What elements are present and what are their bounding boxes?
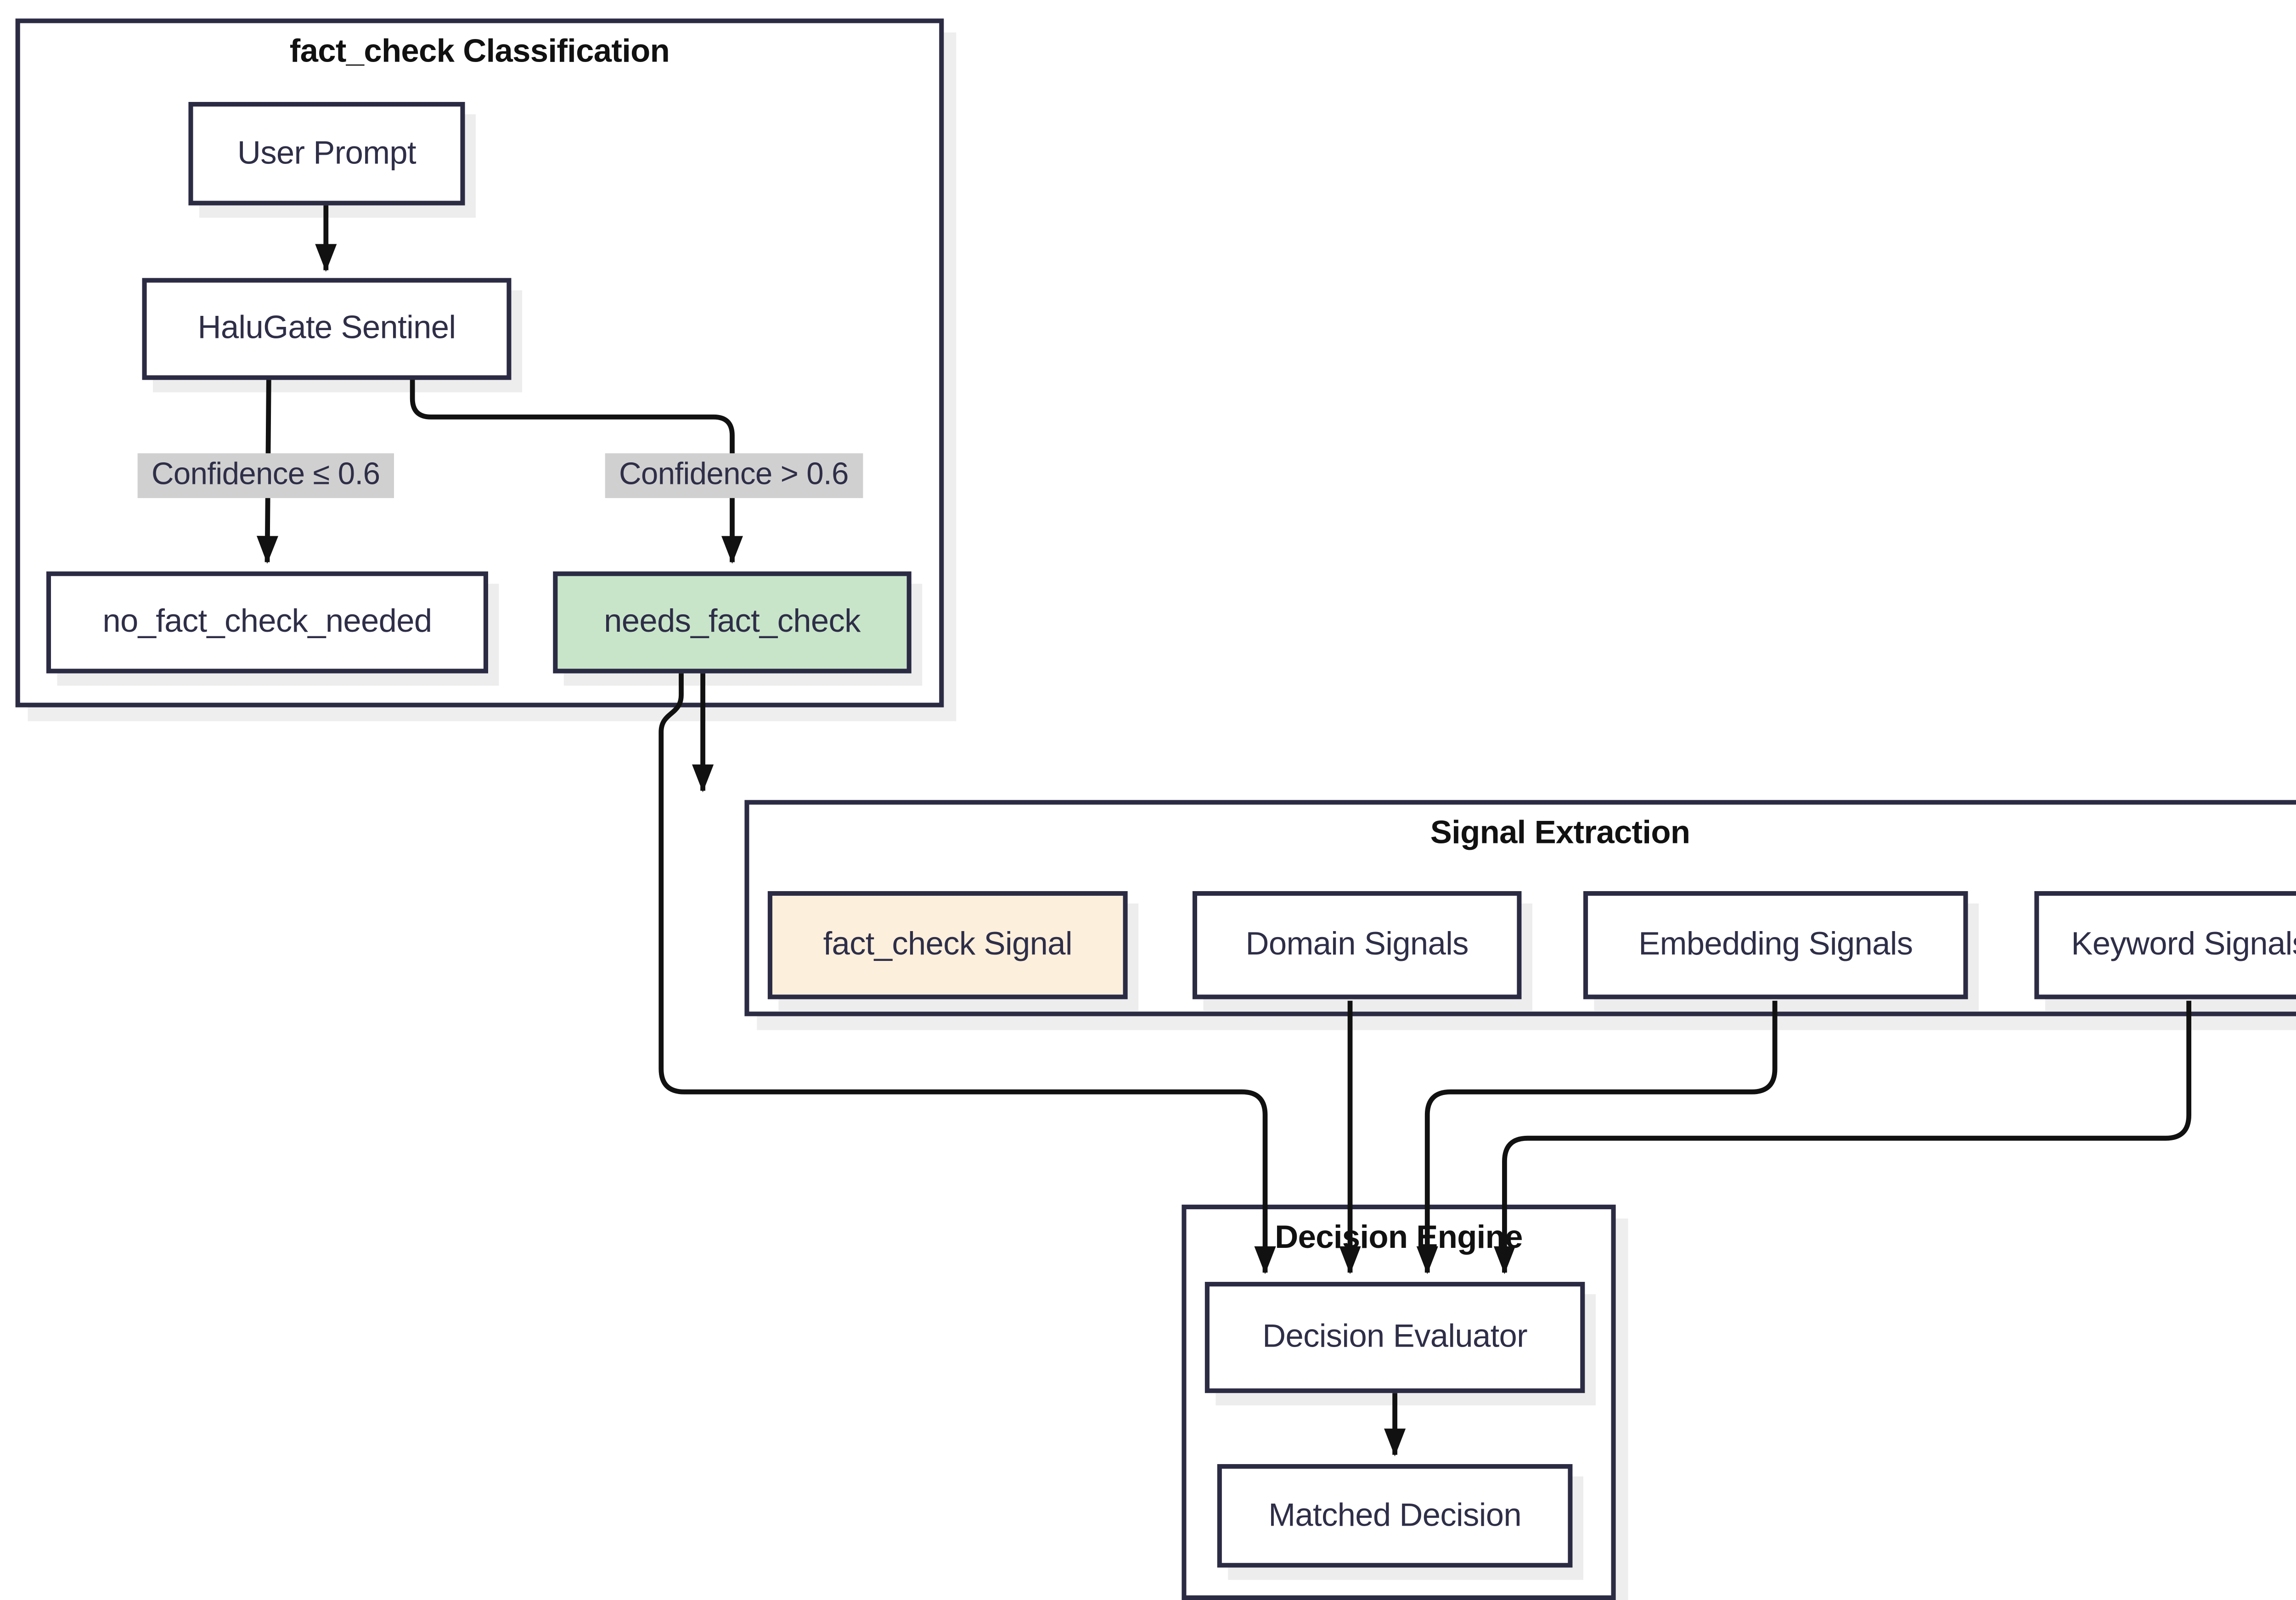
node-decision-evaluator: Decision Evaluator [1204,1282,1585,1393]
node-keyword-signals: Keyword Signals [2034,891,2296,999]
node-embedding-signals: Embedding Signals [1583,891,1968,999]
node-domain-signals: Domain Signals [1192,891,1522,999]
node-matched-decision: Matched Decision [1217,1464,1573,1568]
node-needs-fact-check: needs_fact_check [553,571,912,674]
cluster-title-fact-check-classification: fact_check Classification [289,34,670,70]
node-fact-check-signal: fact_check Signal [767,891,1128,999]
edge-label-confidence-high: Confidence > 0.6 [605,453,863,498]
node-halugate-sentinel: HaluGate Sentinel [142,278,512,380]
node-user-prompt: User Prompt [188,102,465,206]
edge-label-confidence-low: Confidence ≤ 0.6 [137,453,394,498]
cluster-title-decision-engine: Decision Engine [1275,1220,1523,1256]
cluster-title-signal-extraction: Signal Extraction [1430,815,1690,851]
node-no-fact-check-needed: no_fact_check_needed [46,571,488,674]
